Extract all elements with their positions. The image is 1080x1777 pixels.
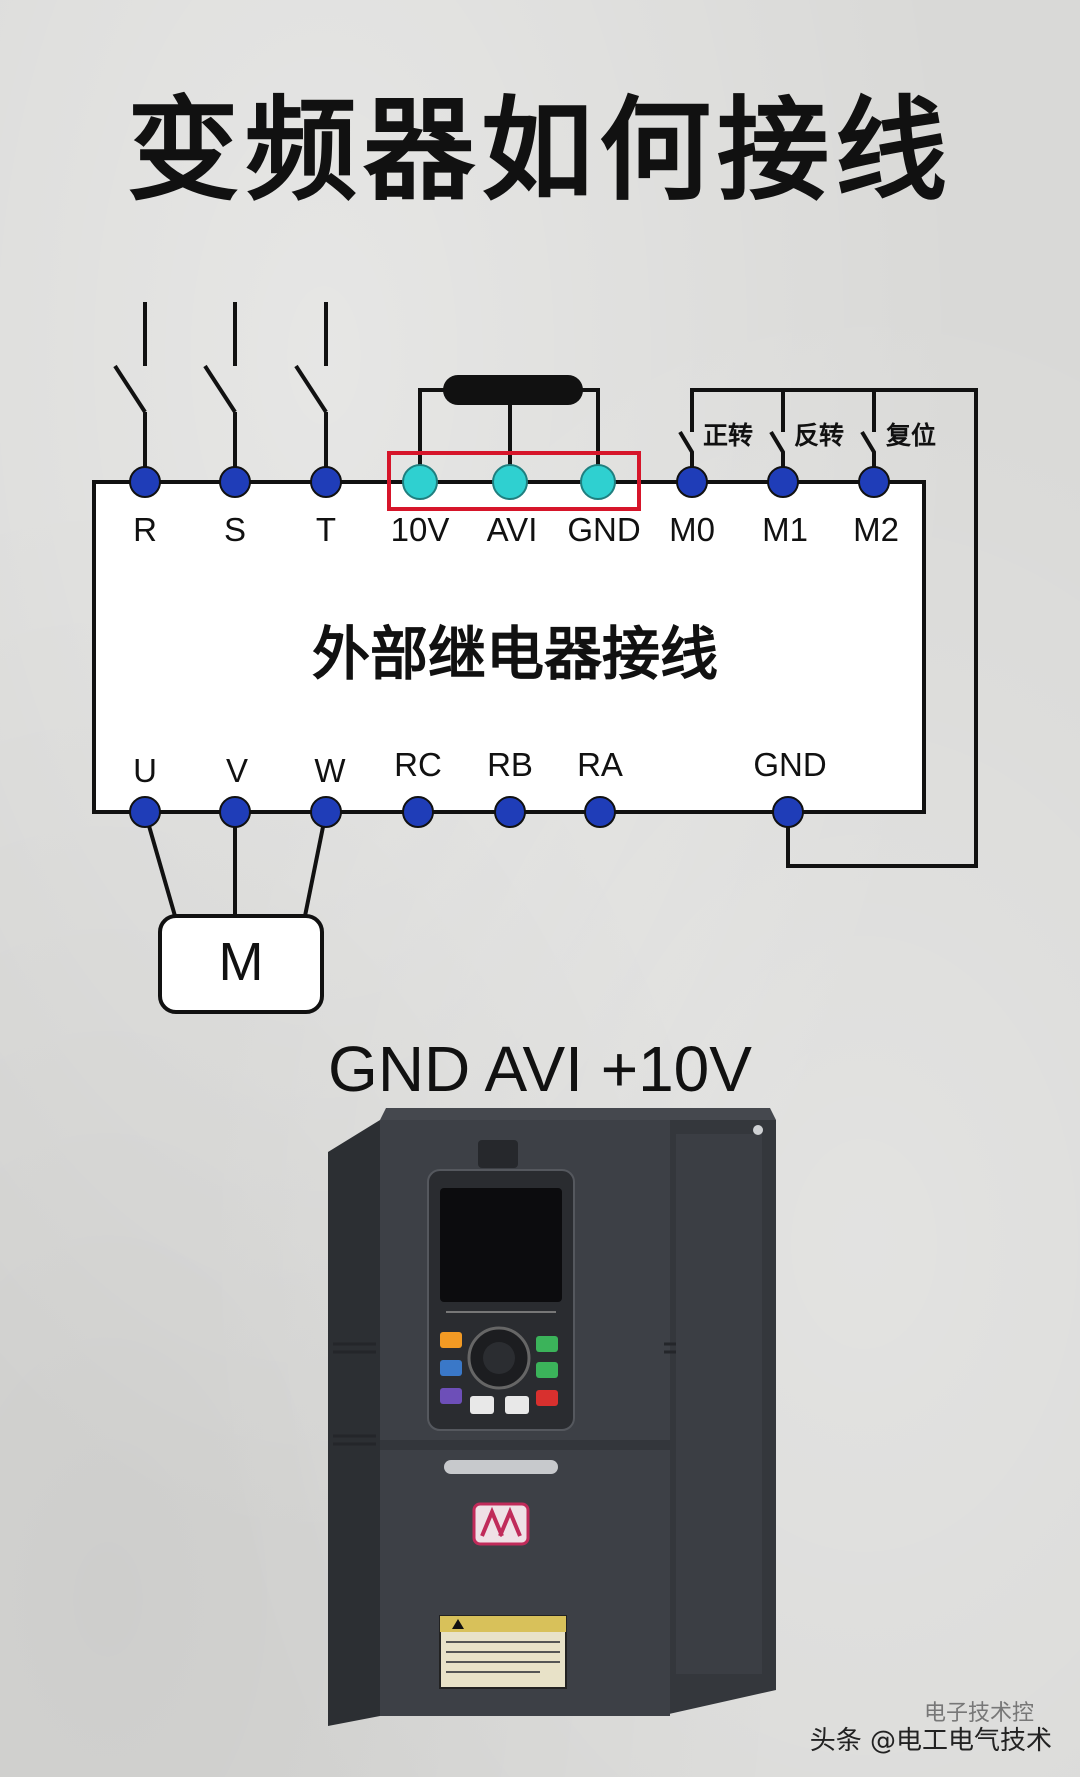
pin-dot-t <box>310 466 342 498</box>
pin-dot-s <box>219 466 251 498</box>
device-key-enter <box>440 1360 462 1376</box>
bottom-pin-labels: U V W RC RB RA GND <box>133 746 827 789</box>
potentiometer-body <box>443 375 583 405</box>
device-key-shift <box>440 1388 462 1404</box>
switch-labels: 正转 反转 复位 <box>703 421 936 450</box>
switch-label-forward: 正转 <box>703 421 753 450</box>
top-pin-row <box>129 464 890 500</box>
pin-label-r: R <box>133 511 157 548</box>
device-display <box>440 1188 562 1302</box>
pin-label-w: W <box>314 752 346 789</box>
pin-label-v: V <box>226 752 248 789</box>
watermark-main: 头条 @电工电气技术 <box>809 1726 1052 1756</box>
motor-box <box>158 914 324 1014</box>
device-key-up <box>470 1396 494 1414</box>
pin-label-avi: AVI <box>487 511 538 548</box>
watermark: 电子技术控 头条 @电工电气技术 <box>809 1701 1052 1757</box>
pin-dot-v <box>219 796 251 828</box>
pin-label-m0: M0 <box>669 511 715 548</box>
pin-dot-r <box>129 466 161 498</box>
pin-label-t: T <box>316 511 336 548</box>
supply-switches <box>113 302 328 482</box>
pin-dot-rc <box>402 796 434 828</box>
pin-label-s: S <box>224 511 246 548</box>
pin-label-m1: M1 <box>762 511 808 548</box>
switch-label-reset: 复位 <box>886 421 936 450</box>
box-title: 外部继电器接线 <box>312 620 718 688</box>
motor-label: M <box>219 932 264 992</box>
pin-label-ra: RA <box>577 746 623 783</box>
brand-logo <box>472 1502 530 1546</box>
pin-dot-ra <box>584 796 616 828</box>
pin-dot-m1 <box>767 466 799 498</box>
pin-dot-gnd-bottom <box>772 796 804 828</box>
device-key-menu <box>440 1332 462 1348</box>
pin-label-u: U <box>133 752 157 789</box>
pin-dot-rb <box>494 796 526 828</box>
pin-label-rb: RB <box>487 746 533 783</box>
device-key-rev <box>536 1362 558 1378</box>
pin-label-gnd-bottom: GND <box>753 746 826 783</box>
highlight-frame <box>387 451 641 511</box>
inverter-device <box>328 1108 776 1726</box>
top-pin-labels: R S T 10V AVI GND M0 M1 M2 <box>133 511 899 548</box>
pin-dot-m0 <box>676 466 708 498</box>
pin-dot-gnd-top <box>580 464 616 500</box>
device-key-fwd <box>536 1336 558 1352</box>
watermark-faded: 电子技术控 <box>923 1701 1034 1726</box>
pin-dot-w <box>310 796 342 828</box>
device-key-stop <box>536 1390 558 1406</box>
pin-label-rc: RC <box>394 746 442 783</box>
device-key-down <box>505 1396 529 1414</box>
terminal-caption: GND AVI +10V <box>328 1033 752 1105</box>
pin-dot-m2 <box>858 466 890 498</box>
page-title: 变频器如何接线 <box>127 86 953 216</box>
pin-dot-10v <box>402 464 438 500</box>
pin-dot-avi <box>492 464 528 500</box>
pin-label-10v: 10V <box>391 511 450 548</box>
bottom-pin-row <box>129 796 804 828</box>
pin-dot-u <box>129 796 161 828</box>
switch-label-reverse: 反转 <box>794 421 844 450</box>
pin-label-gnd-top: GND <box>567 511 640 548</box>
pin-label-m2: M2 <box>853 511 899 548</box>
motor-wiring <box>143 811 328 917</box>
